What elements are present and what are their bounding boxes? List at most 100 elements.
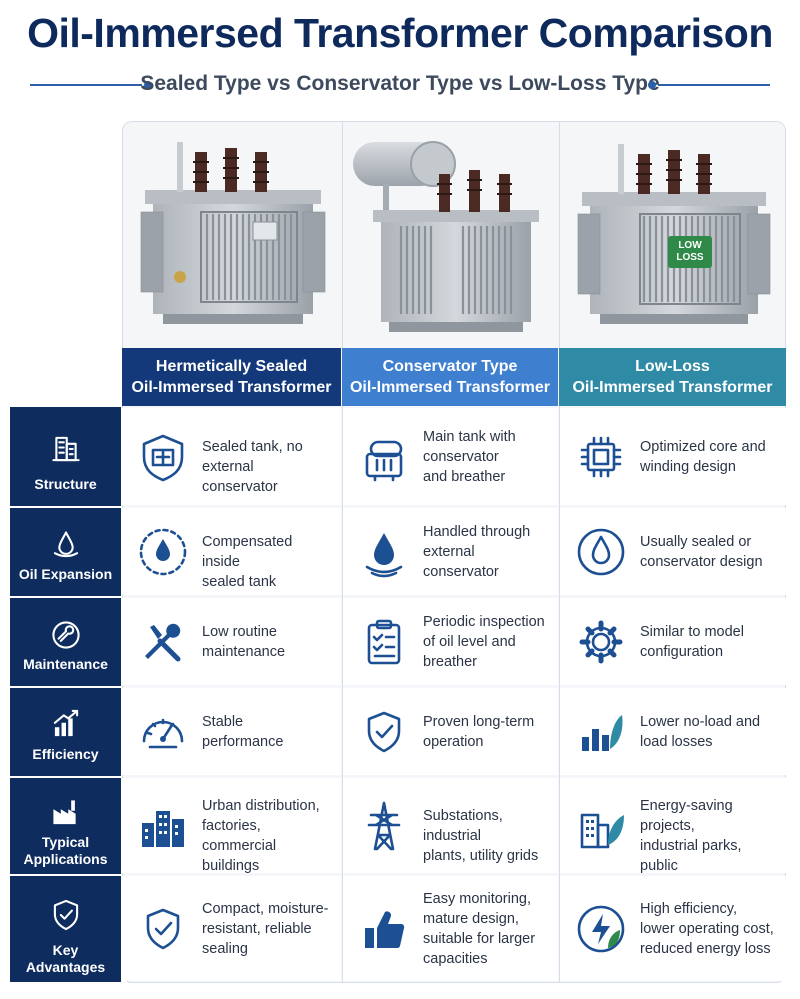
comparison-cell: Low routine maintenance xyxy=(122,598,341,685)
cell-text: Handled through external conservator xyxy=(423,522,550,582)
comparison-cell: Similar to model configuration xyxy=(560,598,786,685)
row-label-text: Efficiency xyxy=(32,746,99,762)
sealed-tank-icon xyxy=(136,430,190,484)
row-separator xyxy=(10,596,121,598)
cell-text-line: Optimized core and xyxy=(640,438,766,455)
cell-text-line: external xyxy=(423,543,475,560)
wrench-icon xyxy=(10,615,121,655)
row-label-structure: Structure xyxy=(10,407,121,506)
page-subtitle: Sealed Type vs Conservator Type vs Low-L… xyxy=(140,72,660,95)
divider-line-left xyxy=(30,84,142,86)
column-header-subtitle: Oil-Immersed Transformer xyxy=(349,379,551,396)
cell-text-line: suitable for larger xyxy=(423,930,536,947)
gear-icon xyxy=(574,615,628,669)
thumbs-up-icon xyxy=(357,902,411,956)
cell-text-line: breather xyxy=(423,653,478,670)
comparison-cell: Urban distribution,factories, commercial… xyxy=(122,778,341,874)
low-loss-transformer-icon xyxy=(577,144,771,324)
comparison-cell: High efficiency,lower operating cost,red… xyxy=(560,876,786,981)
cell-text-line: operation xyxy=(423,733,484,750)
row-separator xyxy=(10,874,121,876)
cell-text-line: High efficiency, xyxy=(640,900,737,917)
cell-text-line: Similar to model xyxy=(640,623,744,640)
cell-text-line: Handled through xyxy=(423,523,531,540)
cell-text-line: conservator xyxy=(423,448,499,465)
bars-leaf-icon xyxy=(574,705,628,759)
comparison-cell: Energy-saving projects,industrial parks,… xyxy=(560,778,786,894)
cell-text-line: performance xyxy=(202,733,284,750)
cell-text: Stable performance xyxy=(202,712,333,752)
cell-text-line: conservator xyxy=(423,563,499,580)
column-divider xyxy=(342,122,343,982)
city-buildings-icon xyxy=(136,799,190,853)
sealed-transformer-icon xyxy=(140,142,326,324)
cell-text-line: Substations, industrial xyxy=(423,807,503,844)
wrench-screwdriver-icon xyxy=(136,615,190,669)
cell-text: Low routine maintenance xyxy=(202,622,333,662)
low-loss-transformer-image xyxy=(560,122,785,348)
building-icon xyxy=(10,429,121,469)
cell-text-line: load losses xyxy=(640,733,713,750)
row-label-efficiency: Efficiency xyxy=(10,687,121,776)
row-separator xyxy=(10,776,121,778)
cell-text-line: buildings xyxy=(202,857,260,874)
conservator-tank-icon xyxy=(357,430,411,484)
comparison-cell: Handled through external conservator xyxy=(343,508,558,595)
row-label-line: Key xyxy=(52,942,79,958)
cell-text-line: configuration xyxy=(640,643,724,660)
drop-dashed-circle-icon xyxy=(136,525,190,579)
bar-chart-icon xyxy=(10,705,121,745)
bolt-leaf-icon xyxy=(574,902,628,956)
shield-check-icon xyxy=(136,902,190,956)
cell-text-line: of oil level and xyxy=(423,633,516,650)
cell-text-line: Low routine xyxy=(202,623,277,640)
divider-dot-left xyxy=(144,81,152,89)
column-header-title: Low-Loss xyxy=(635,358,710,375)
row-separator xyxy=(10,506,121,508)
column-header-subtitle: Oil-Immersed Transformer xyxy=(572,379,773,396)
divider-line-right xyxy=(658,84,770,86)
column-header-title: Hermetically Sealed xyxy=(155,358,308,375)
cell-text-line: mature design, xyxy=(423,910,519,927)
subtitle-row: Sealed Type vs Conservator Type vs Low-L… xyxy=(30,68,770,102)
cell-text-line: maintenance xyxy=(202,643,286,660)
building-leaf-icon xyxy=(574,799,628,853)
cell-text-line: and breather xyxy=(423,468,506,485)
row-label-maintenance: Maintenance xyxy=(10,597,121,686)
cell-text-line: sealing xyxy=(202,940,248,957)
cell-text-line: reduced energy loss xyxy=(640,940,771,957)
gauge-icon xyxy=(136,705,190,759)
badge-line-1: LOW xyxy=(678,240,702,251)
cell-text-line: external conservator xyxy=(202,458,278,495)
cell-text-line: resistant, reliable xyxy=(202,920,312,937)
row-label-text: Structure xyxy=(34,476,97,492)
sealed-transformer-image xyxy=(123,122,342,348)
row-label-line: Advantages xyxy=(25,959,106,975)
row-label-line: Applications xyxy=(23,851,108,867)
cell-text-line: industrial parks, public xyxy=(640,837,742,874)
cell-text-line: Periodic inspection xyxy=(423,613,545,630)
cell-text-line: Stable xyxy=(202,713,244,730)
low-loss-badge: LOW LOSS xyxy=(668,236,712,268)
cell-text-line: Urban distribution, xyxy=(202,797,320,814)
